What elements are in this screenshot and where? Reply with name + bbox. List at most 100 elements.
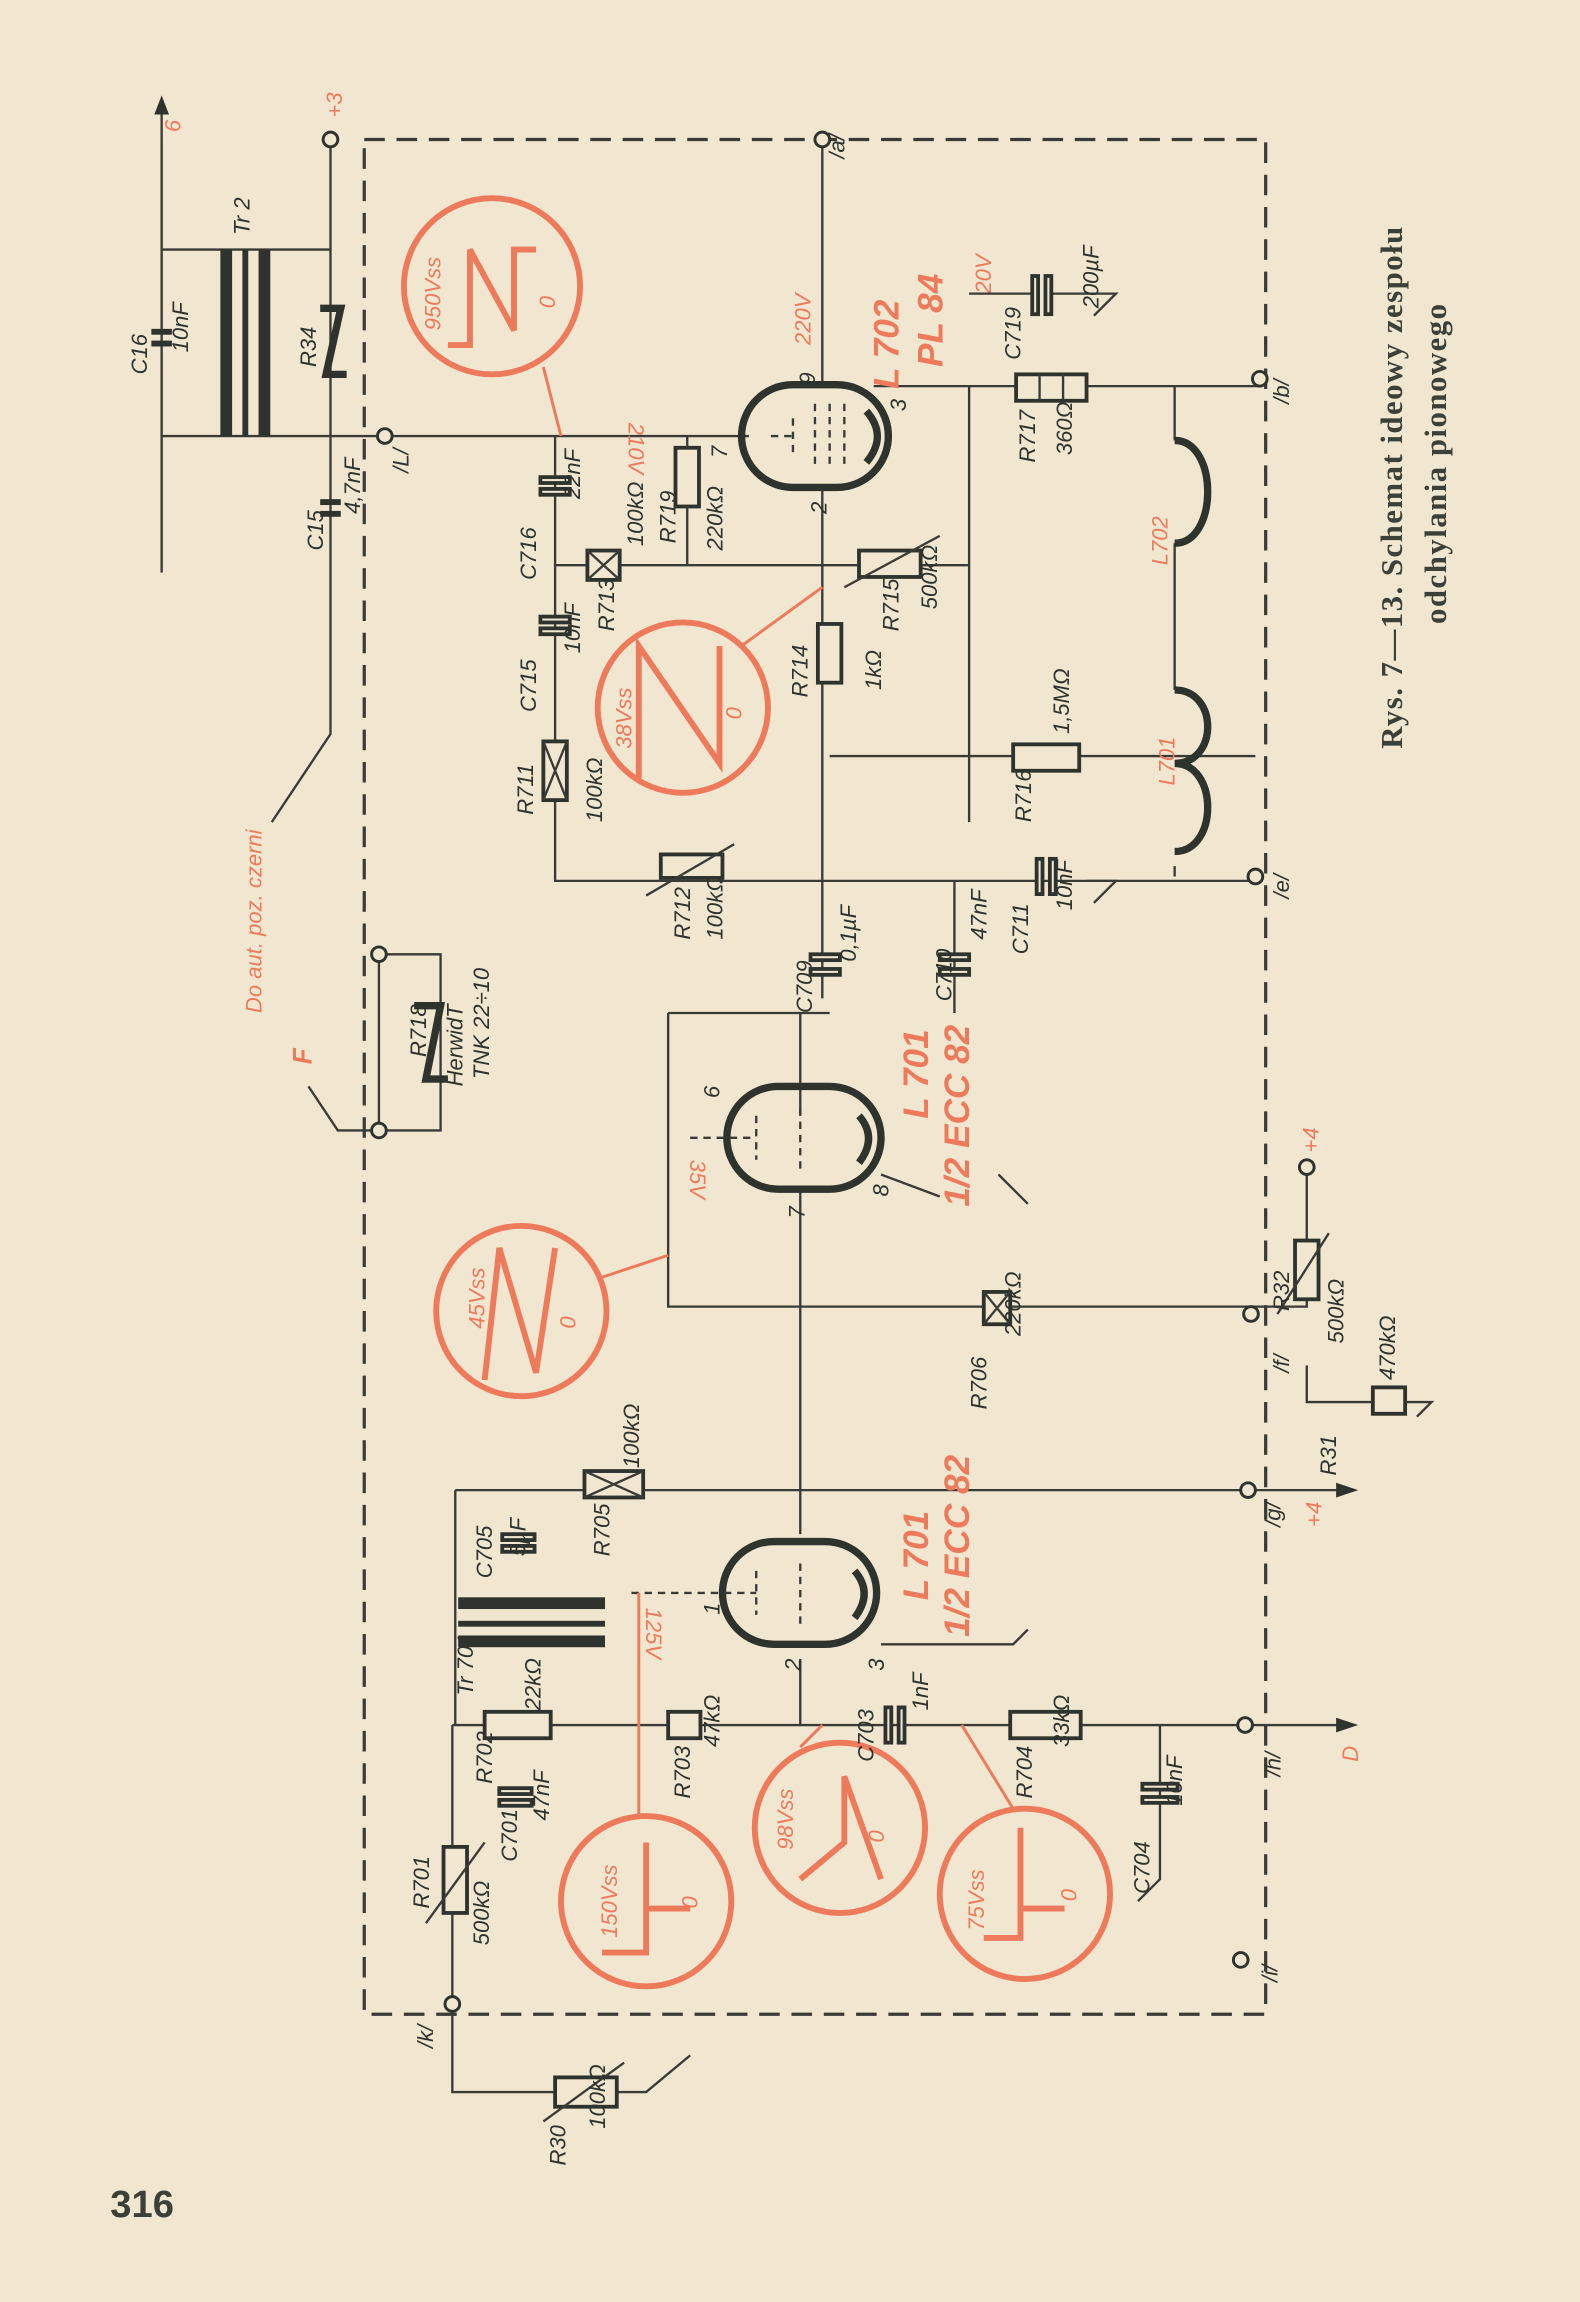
label: Tr 2 (230, 197, 255, 235)
value: 22kΩ (520, 1658, 545, 1711)
value: 10nF (1162, 1754, 1187, 1806)
terminal-h-label: /h/ (1260, 1749, 1285, 1778)
label: R714 (788, 645, 813, 698)
waveform-98vss: 98Vss 0 (751, 1723, 929, 1916)
waveform-75vss: 75Vss 0 (936, 1724, 1113, 1982)
capacitor-c719: C719 200µF (969, 244, 1119, 360)
value: 100kΩ (623, 482, 648, 547)
terminal-g (1239, 1481, 1257, 1499)
node (370, 1121, 388, 1140)
capacitor-c711: C711 10nF (1008, 856, 1119, 954)
resistor-r705: R705 100kΩ (582, 1404, 646, 1556)
label: L701 (1155, 736, 1180, 785)
resistor-r713: R713 100kΩ (585, 482, 648, 631)
zero-label: 0 (535, 295, 560, 308)
pin-label: 2 (780, 1658, 805, 1671)
thermistor-r34: R34 (296, 304, 347, 379)
voltage-label: 125V (641, 1608, 666, 1662)
capacitor-c716: C716 22nF (516, 447, 585, 579)
value: 33kΩ (1049, 1695, 1074, 1747)
waveform-38vss: 38Vss 0 (594, 586, 824, 796)
label: R702 (472, 1731, 497, 1784)
value: TNK 22÷10 (469, 967, 494, 1079)
value: 470kΩ (1375, 1316, 1400, 1381)
value: 360Ω (1052, 402, 1077, 455)
label: R706 (967, 1356, 992, 1409)
zero-label: 0 (556, 1316, 581, 1329)
value: 100kΩ (582, 758, 607, 823)
voltage-label: 20V (971, 252, 996, 294)
capacitor-c704: C704 10nF (1130, 1725, 1187, 1903)
node (1297, 1158, 1316, 1176)
waveform-label: 950Vss (421, 257, 446, 330)
label: C701 (497, 1809, 522, 1862)
input-f-label: F (287, 1047, 317, 1064)
zero-label: 0 (722, 706, 747, 719)
value: 100kΩ (585, 2064, 610, 2129)
pin-label: 3 (886, 398, 911, 411)
terminal-L (375, 427, 394, 445)
voltage-label: 210V (624, 422, 649, 477)
plus3-label: +3 (322, 92, 347, 118)
pin-label: 6 (700, 1085, 725, 1098)
label: C705 (472, 1525, 497, 1578)
transformer-tr2: Tr 2 (220, 197, 271, 437)
terminal-a (813, 130, 832, 149)
value: 1kΩ (861, 650, 886, 690)
label: R705 (589, 1503, 614, 1556)
resistor-r31: R31 470kΩ (1316, 1316, 1435, 1475)
potentiometer-r30: R30 100kΩ (542, 2061, 625, 2165)
signal-labels: 6 +3 +4 +4 D F Do aut. poz. czerni (154, 92, 1363, 1762)
node (370, 945, 388, 964)
resistor-r704: R704 33kΩ (1008, 1695, 1083, 1799)
pin-label: 2 (807, 502, 832, 515)
zero-label: 0 (678, 1896, 703, 1909)
value: 220kΩ (702, 486, 727, 552)
terminal-e-label: /e/ (1269, 871, 1294, 900)
capacitor-c16: C16 10nF (127, 301, 193, 375)
potentiometer-r701: R701 500kΩ (409, 1841, 494, 1945)
capacitor-c703: C703 1nF (854, 1671, 933, 1762)
label: C719 (1000, 307, 1025, 360)
tube-l701-upper: 6 7 8 L 701 1/2 ECC 82 35V (685, 1024, 1029, 1219)
pin-label: 9 (795, 372, 820, 384)
pin-label: 7 (785, 1206, 810, 1219)
label: R31 (1316, 1435, 1341, 1475)
value: 47nF (529, 1769, 554, 1821)
resistor-r706: R706 220kΩ (967, 1271, 1026, 1409)
terminal-b (1250, 369, 1269, 388)
waveform-150vss: 150Vss 0 (558, 1592, 735, 1990)
terminal-L-label: /L/ (388, 445, 413, 474)
plus4-label: +4 (1299, 1127, 1324, 1152)
label: R716 (1011, 769, 1036, 822)
label: R30 (545, 2124, 570, 2165)
resistor-r714: R714 1kΩ (788, 622, 886, 698)
value: 500kΩ (917, 545, 942, 610)
terminal-k (443, 1995, 462, 2013)
voltage-label: 35V (685, 1160, 710, 1201)
tube-type: 1/2 ECC 82 (938, 1024, 977, 1206)
resistor-r716: R716 1,5MΩ (1011, 668, 1082, 822)
transformer-tr701: Tr 701 (453, 1597, 606, 1696)
value: 100kΩ (702, 875, 727, 940)
label: L702 (1147, 516, 1172, 565)
value: 220kΩ (1000, 1271, 1025, 1337)
capacitor-c715: C715 10nF (516, 602, 585, 712)
label: R715 (879, 578, 904, 631)
waveform-label: 75Vss (964, 1869, 989, 1930)
label: C704 (1130, 1841, 1155, 1894)
label: R712 (670, 887, 695, 940)
pin-label: 1 (700, 1603, 725, 1615)
label: R718 (406, 1004, 431, 1057)
value: 5µF (506, 1516, 531, 1556)
terminal-b-label: /b/ (1269, 376, 1294, 405)
waveform-label: 98Vss (773, 1789, 798, 1850)
label: R704 (1012, 1746, 1037, 1799)
capacitor-c705: C705 5µF (472, 1516, 537, 1578)
terminal-k-label: /k/ (413, 2022, 438, 2050)
resistor-r711: R711 100kΩ (513, 739, 607, 823)
tube-type: 1/2 ECC 82 (938, 1454, 977, 1636)
value: 0,1µF (836, 903, 861, 961)
terminal-a-label: /a/ (824, 131, 849, 160)
